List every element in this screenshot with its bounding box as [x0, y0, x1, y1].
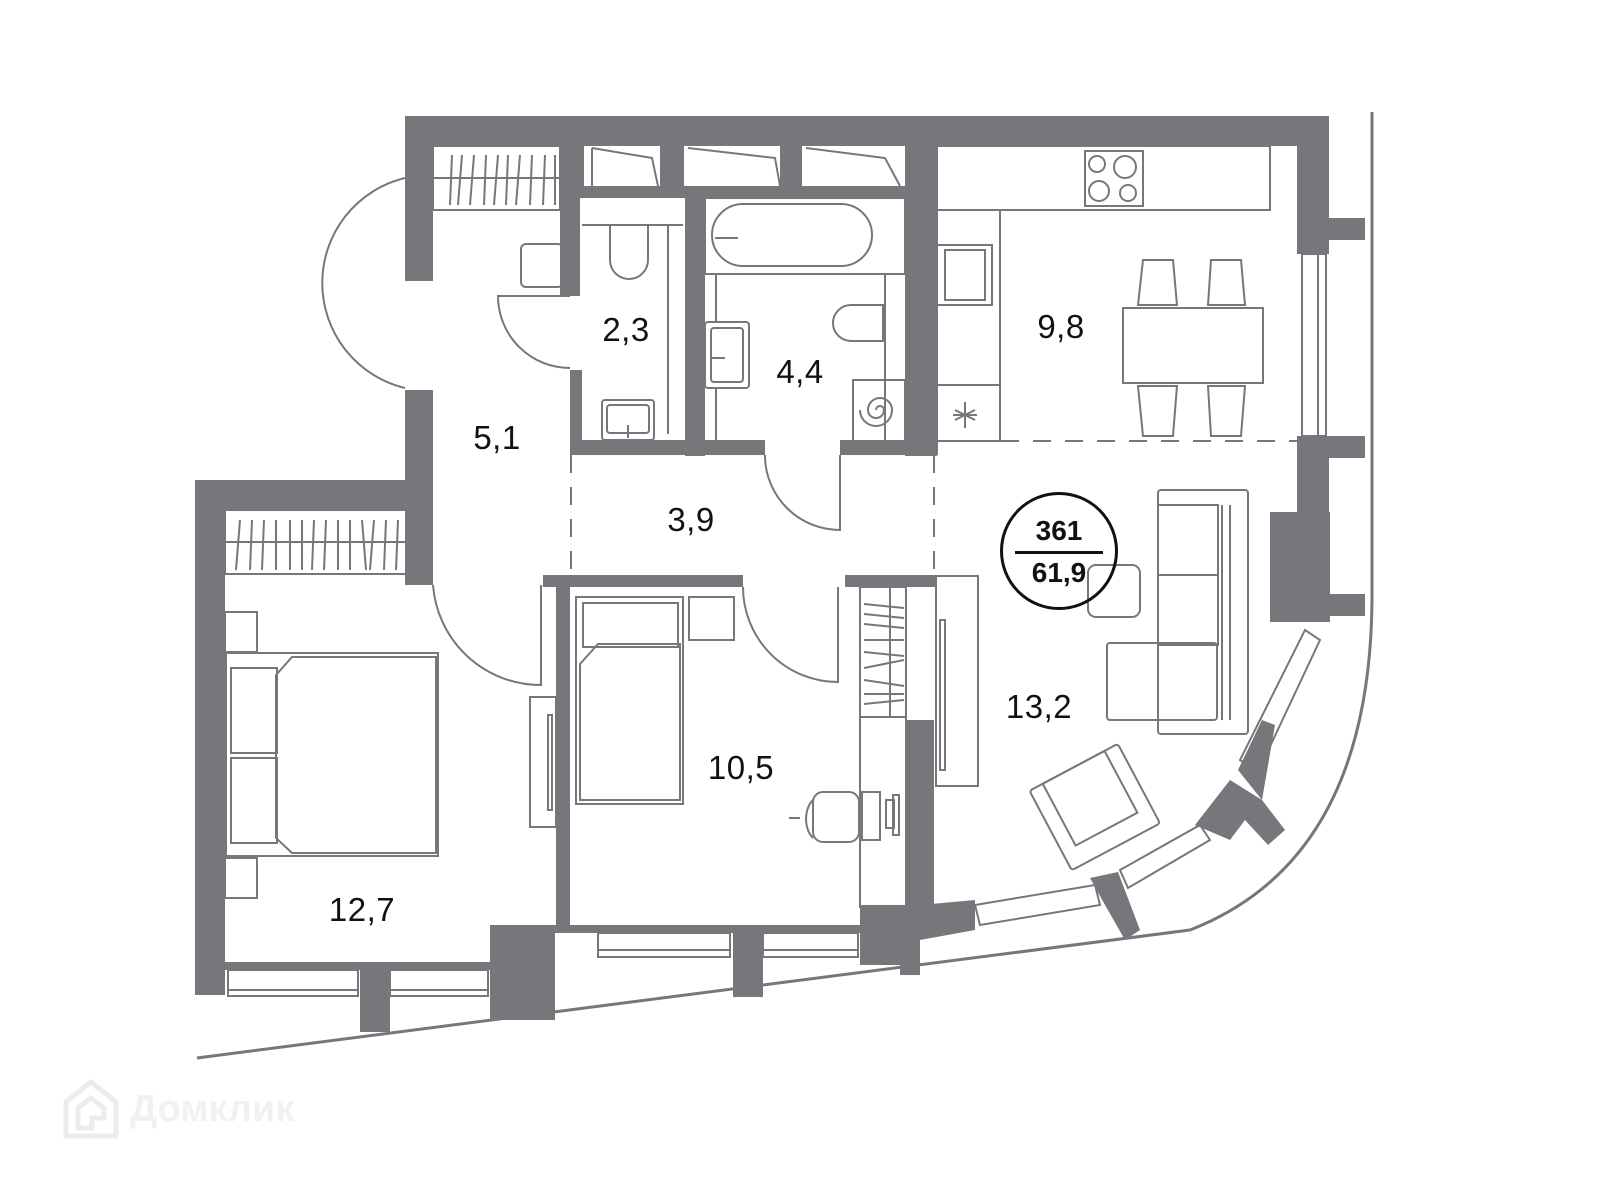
tv-stand-icon: [529, 696, 557, 828]
room-area-living-room: 13,2: [1005, 688, 1073, 725]
sink-icon: [601, 399, 655, 441]
watermark-text: Домклик: [130, 1087, 295, 1130]
doors: [321, 177, 841, 687]
room-area-kitchen: 9,8: [1037, 308, 1085, 345]
wardrobe-icon: [859, 586, 907, 718]
badge-divider: [1015, 551, 1103, 554]
room-area-bedroom-2: 10,5: [707, 749, 775, 786]
toilet-icon: [582, 224, 683, 434]
bed-icon: [575, 596, 735, 805]
wardrobe-icon: [224, 509, 421, 575]
office-chair-icon: [789, 791, 860, 843]
desk-icon: [859, 716, 907, 908]
apartment-badge: 361 61,9: [1000, 492, 1118, 610]
room-area-bedroom-1: 12,7: [328, 891, 396, 928]
wardrobe-icon: [432, 145, 561, 211]
sink-icon: [704, 321, 750, 389]
bathtub-icon: [704, 197, 906, 440]
watermark: Домклик: [62, 1078, 294, 1140]
room-area-corridor: 3,9: [667, 501, 715, 538]
armchair-icon: [1029, 743, 1160, 871]
toilet-icon: [832, 304, 884, 342]
site-boundary: [196, 928, 1191, 1060]
house-logo-icon: [63, 1078, 119, 1139]
site-boundary-curve: [1189, 112, 1374, 932]
tv-stand-icon: [935, 575, 979, 787]
kitchen-counter: [936, 145, 1271, 442]
closet-icon: [591, 147, 901, 187]
windows: [227, 253, 1327, 997]
room-area-toilet: 2,3: [602, 311, 650, 348]
room-area-hallway: 5,1: [473, 419, 521, 456]
apartment-number: 361: [1035, 515, 1083, 546]
walls: [195, 116, 1365, 1032]
sofa-icon: [1106, 489, 1249, 735]
washing-machine-icon: [852, 379, 906, 443]
bed-icon: [224, 611, 439, 899]
room-area-bathroom: 4,4: [776, 353, 824, 390]
total-area: 61,9: [1031, 557, 1087, 588]
dining-table-icon: [1122, 259, 1264, 437]
pouf-icon: [520, 243, 564, 288]
